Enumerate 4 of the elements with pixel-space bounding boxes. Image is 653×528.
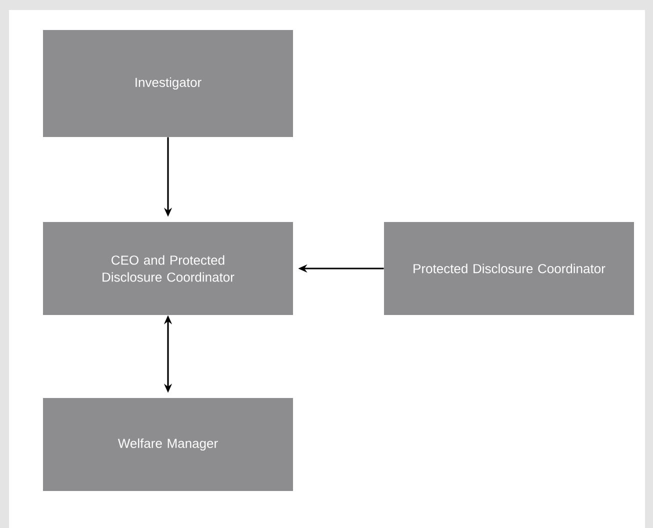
process-box: Protected Disclosure Coordinator — [384, 222, 634, 315]
process-box: CEO and Protected Disclosure Coordinator — [43, 222, 293, 315]
process-box: Investigator — [43, 30, 293, 137]
process-box: Welfare Manager — [43, 398, 293, 491]
